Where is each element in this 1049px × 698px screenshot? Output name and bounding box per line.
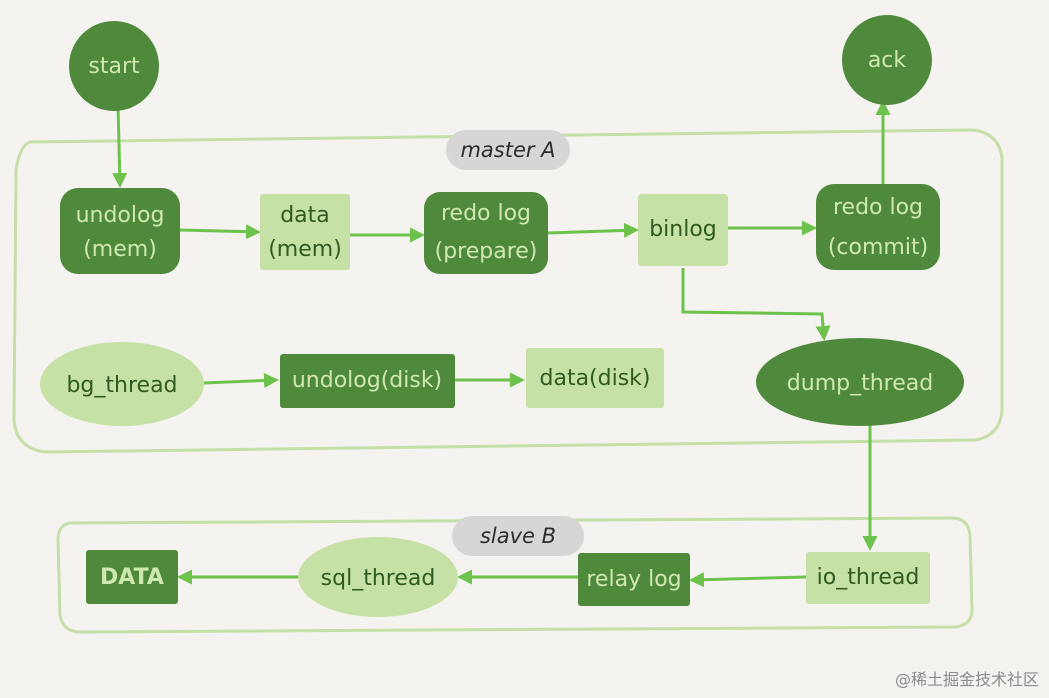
- node-sql-thread: sql_thread: [298, 537, 458, 617]
- watermark: @稀土掘金技术社区: [894, 670, 1039, 689]
- node-redo-log-commit: redo log (commit): [816, 184, 940, 270]
- arrow-start-to-undolog: [112, 104, 128, 188]
- arrow-undolog-to-data: [179, 224, 261, 240]
- svg-text:(mem): (mem): [268, 237, 342, 262]
- svg-text:redo log: redo log: [441, 201, 531, 226]
- svg-text:DATA: DATA: [100, 565, 164, 590]
- svg-text:slave B: slave B: [480, 524, 556, 548]
- svg-text:sql_thread: sql_thread: [321, 566, 436, 591]
- svg-text:dump_thread: dump_thread: [787, 371, 933, 396]
- svg-text:undolog(disk): undolog(disk): [292, 368, 442, 393]
- node-dump-thread: dump_thread: [756, 338, 964, 426]
- slave-group-border: [56, 516, 974, 634]
- node-DATA: DATA: [86, 550, 178, 604]
- svg-text:relay log: relay log: [586, 567, 681, 592]
- node-undolog-disk: undolog(disk): [280, 354, 455, 408]
- node-data-disk: data(disk): [526, 348, 664, 408]
- svg-text:(commit): (commit): [828, 235, 928, 260]
- node-binlog: binlog: [638, 194, 728, 266]
- svg-text:master A: master A: [460, 138, 555, 162]
- arrow-redo-prepare-to-binlog: [547, 222, 639, 238]
- svg-text:binlog: binlog: [649, 217, 717, 242]
- arrow-binlog-to-dump-thread: [681, 268, 831, 341]
- svg-text:data(disk): data(disk): [540, 366, 651, 391]
- svg-text:(prepare): (prepare): [435, 239, 538, 264]
- node-undolog-mem: undolog (mem): [60, 188, 180, 274]
- arrow-io-thread-to-relay-log: [689, 572, 807, 588]
- master-group-label: master A: [446, 130, 570, 170]
- svg-text:data: data: [280, 203, 330, 228]
- node-start: start: [69, 21, 159, 111]
- svg-text:undolog: undolog: [76, 203, 165, 228]
- svg-text:(mem): (mem): [83, 237, 157, 262]
- arrow-bg-thread-to-undolog-disk: [203, 373, 279, 388]
- svg-text:start: start: [88, 54, 140, 79]
- node-data-mem: data (mem): [260, 194, 350, 270]
- node-redo-log-prepare: redo log (prepare): [424, 192, 548, 274]
- arrows: [112, 100, 891, 588]
- svg-text:bg_thread: bg_thread: [66, 373, 177, 398]
- svg-text:redo log: redo log: [833, 195, 923, 220]
- node-io-thread: io_thread: [806, 552, 930, 604]
- node-ack: ack: [842, 15, 932, 105]
- svg-text:ack: ack: [868, 48, 907, 73]
- node-bg-thread: bg_thread: [40, 342, 204, 426]
- slave-group-label: slave B: [452, 516, 584, 556]
- node-relay-log: relay log: [578, 553, 690, 606]
- master-group-border: [12, 128, 1004, 454]
- svg-text:io_thread: io_thread: [817, 565, 920, 590]
